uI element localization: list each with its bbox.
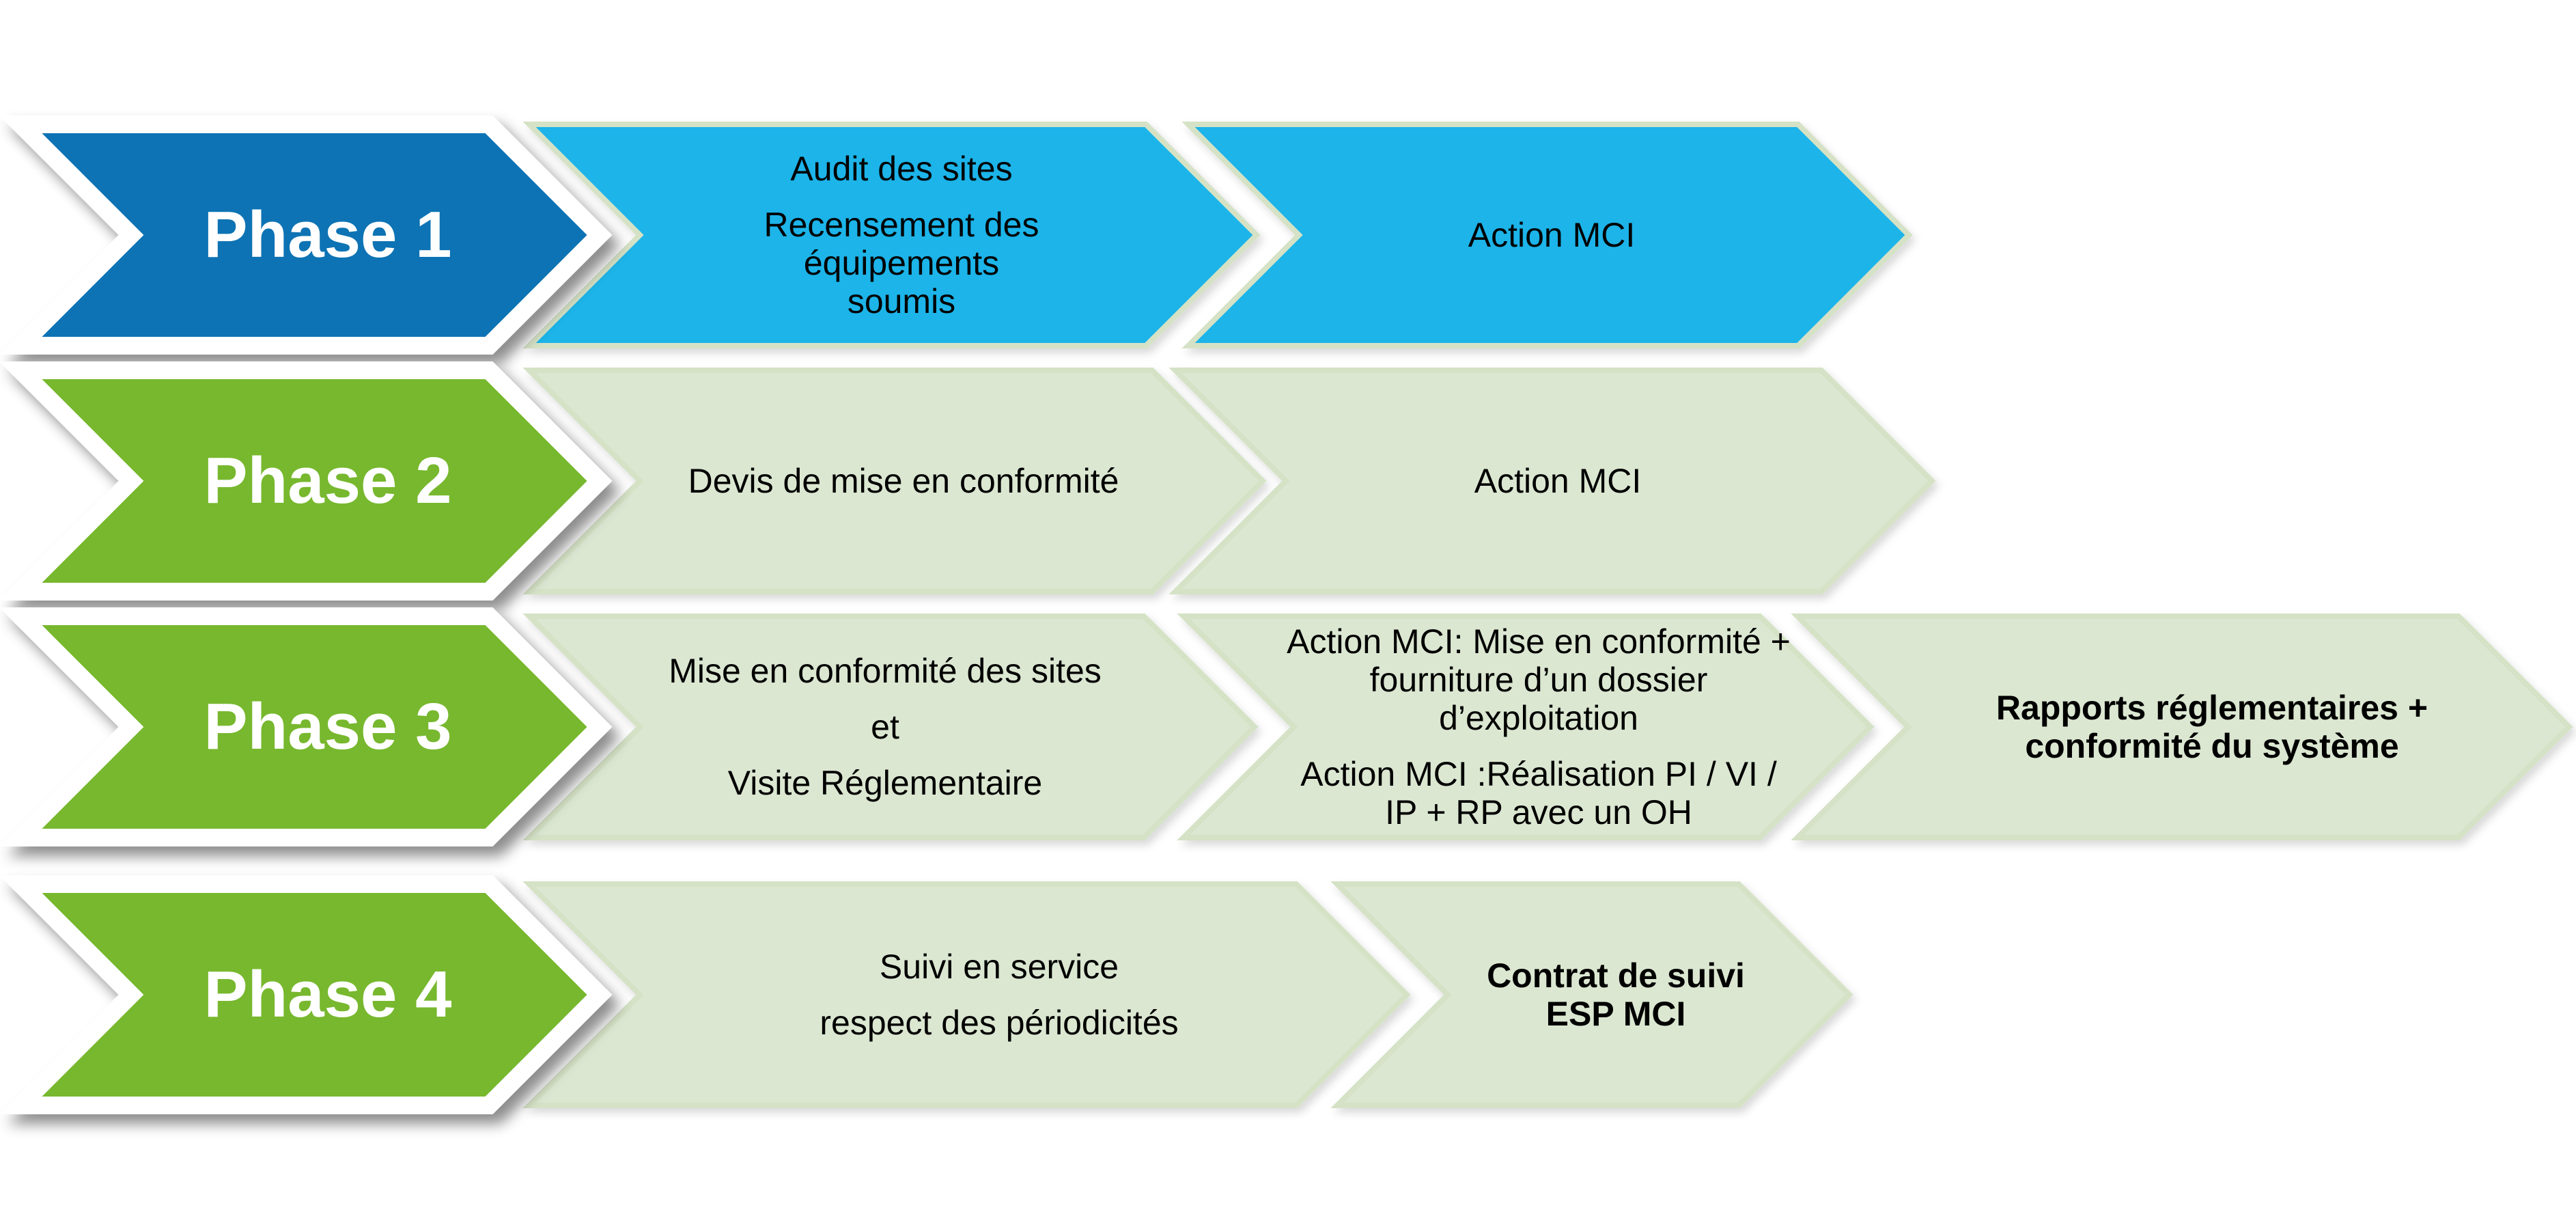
step-action-mci-2-text: Action MCI	[1319, 370, 1797, 592]
row-phase-4	[0, 875, 1853, 1114]
step-text-line: Audit des sites	[790, 150, 1013, 188]
step-text-line: Action MCI	[1468, 216, 1636, 254]
step-text-line: Suivi en service	[879, 948, 1119, 986]
step-text-line: et	[871, 708, 899, 746]
step-contrat-arrow	[1330, 881, 1853, 1108]
phase-4-chevron	[0, 875, 613, 1114]
paragraph: Devis de mise en conformité	[688, 462, 1119, 500]
row-phase-1	[0, 115, 1913, 355]
step-text-line: Contrat de suivi	[1487, 956, 1745, 995]
step-text-line: Rapports réglementaires +	[1996, 689, 2428, 727]
step-suivi-text: Suivi en service respect des périodicité…	[760, 884, 1238, 1105]
row-phase-3	[0, 607, 2573, 846]
step-devis-text: Devis de mise en conformité	[664, 370, 1143, 592]
paragraph: Visite Réglementaire	[728, 764, 1042, 802]
step-text-line: ESP MCI	[1545, 995, 1686, 1033]
step-text-line: Visite Réglementaire	[727, 764, 1043, 802]
step-suivi-arrow	[522, 881, 1411, 1108]
row-phase-2	[0, 361, 1936, 601]
step-action-mci-2-arrow	[1168, 368, 1936, 594]
paragraph: Action MCI	[1468, 216, 1636, 254]
step-text-line: Action MCI	[1474, 462, 1642, 500]
step-action-mci-detail-text: Action MCI: Mise en conformité + fournit…	[1279, 616, 1798, 838]
paragraph: Suivi en service	[880, 948, 1119, 986]
phase-1-chevron	[0, 115, 613, 355]
paragraph: Action MCI: Mise en conformité + fournit…	[1287, 622, 1791, 737]
step-mise-en-conformite-text: Mise en conformité des sites et Visite R…	[646, 616, 1124, 838]
step-action-mci-1-text: Action MCI	[1313, 124, 1791, 346]
phase-2-label: Phase 2	[204, 444, 452, 517]
step-text-line: soumis	[847, 282, 956, 320]
step-text-line: IP + RP avec un OH	[1385, 793, 1692, 831]
step-text-line: respect des périodicités	[820, 1004, 1179, 1042]
step-text-line: Action MCI: Mise en conformité +	[1287, 622, 1791, 661]
step-action-mci-1-arrow	[1181, 122, 1913, 348]
step-text-line: Mise en conformité des sites	[669, 652, 1102, 690]
paragraph: respect des périodicités	[820, 1004, 1178, 1042]
step-audit-text: Audit des sites Recensement des équipeme…	[662, 124, 1140, 346]
step-rapports-text: Rapports réglementaires + conformité du …	[1973, 616, 2451, 838]
paragraph: Action MCI	[1474, 462, 1642, 500]
step-devis-arrow	[522, 368, 1267, 594]
phase-3-label: Phase 3	[204, 690, 452, 763]
paragraph: Audit des sites	[790, 150, 1012, 188]
step-action-mci-detail-arrow	[1177, 614, 1875, 840]
step-audit-arrow	[522, 122, 1261, 348]
paragraph: Rapports réglementaires + conformité du …	[1996, 689, 2428, 765]
paragraph: Mise en conformité des sites	[669, 652, 1102, 690]
step-text-line: Action MCI :Réalisation PI / VI /	[1300, 755, 1777, 793]
step-mise-en-conformite-arrow	[522, 614, 1259, 840]
step-contrat-text: Contrat de suivi ESP MCI	[1377, 884, 1855, 1105]
phase-4-label: Phase 4	[204, 958, 452, 1031]
phase-3-chevron	[0, 607, 613, 846]
step-text-line: conformité du système	[2025, 727, 2399, 765]
step-text-line: d’exploitation	[1439, 699, 1638, 737]
paragraph: et	[871, 708, 899, 746]
paragraph: Contrat de suivi ESP MCI	[1487, 956, 1745, 1033]
step-text-line: fourniture d’un dossier	[1369, 661, 1708, 699]
paragraph: Action MCI :Réalisation PI / VI / IP + R…	[1300, 755, 1777, 831]
step-rapports-arrow	[1791, 614, 2573, 840]
step-text-line: Recensement des équipements	[764, 206, 1039, 282]
phase-1-label: Phase 1	[204, 198, 452, 271]
paragraph: Recensement des équipements soumis	[662, 206, 1140, 320]
step-text-line: Devis de mise en conformité	[688, 462, 1119, 500]
phase-2-chevron	[0, 361, 613, 601]
